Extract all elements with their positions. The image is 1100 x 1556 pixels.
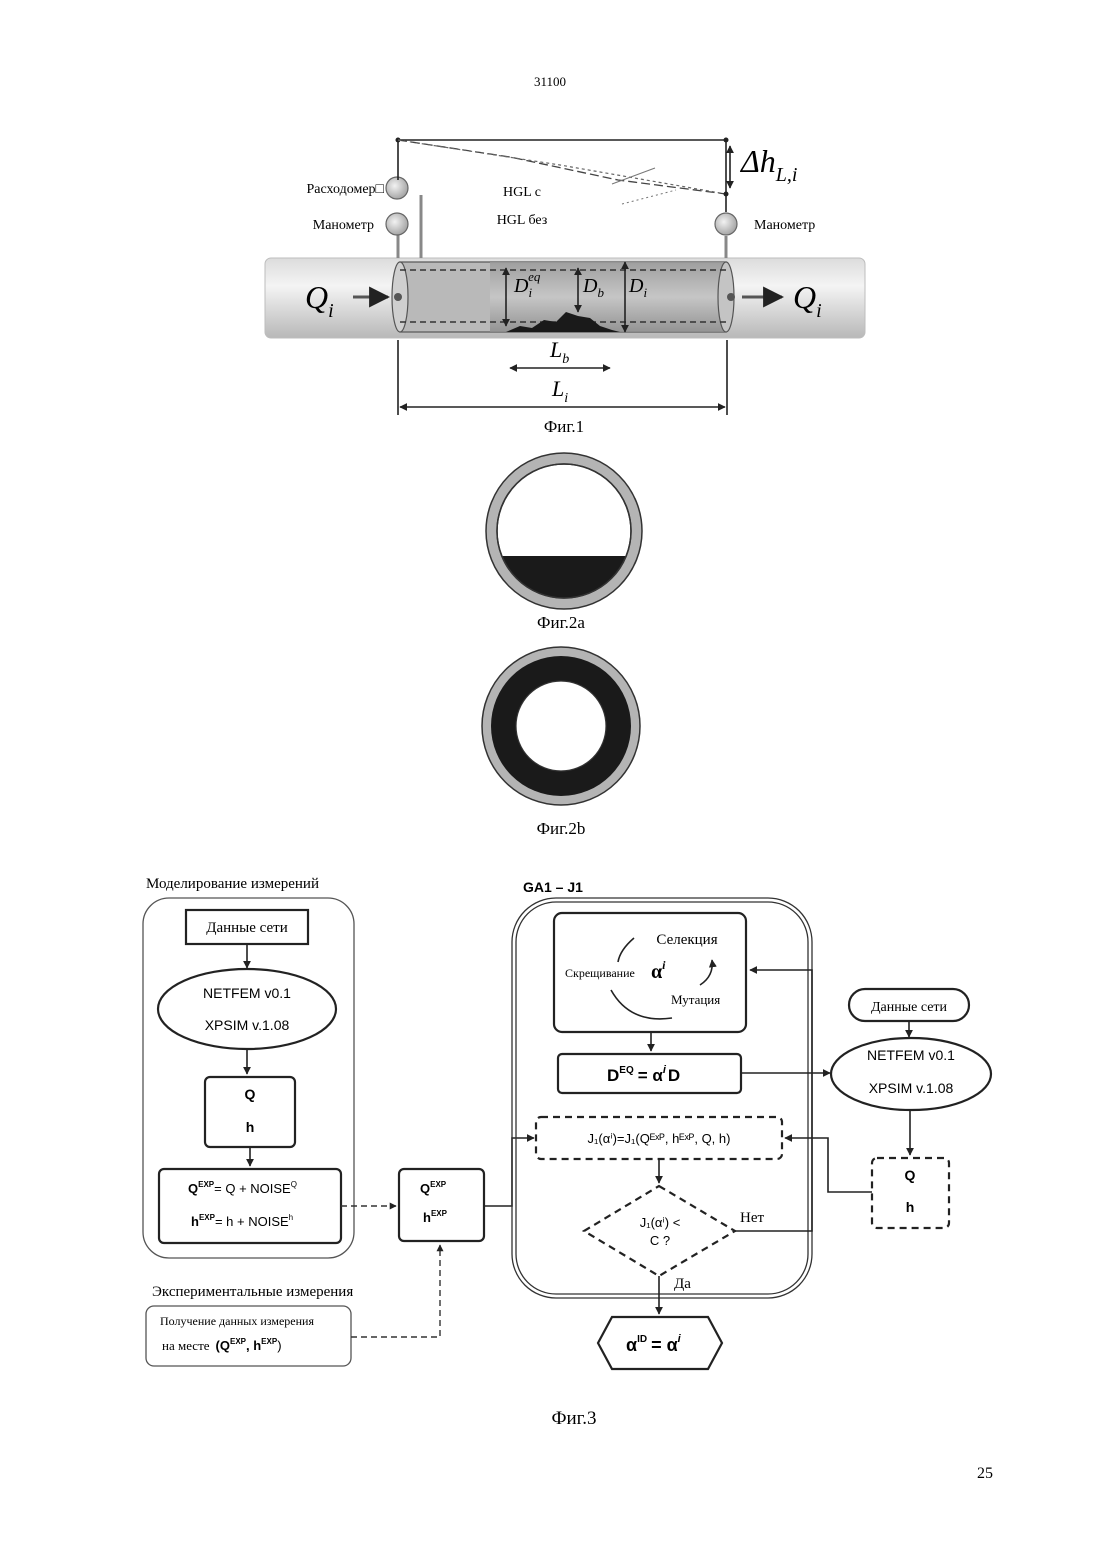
- manometer-right-label: Манометр: [754, 218, 815, 233]
- deq-formula: DEQ= αiD: [607, 1064, 680, 1085]
- decision-line1: J₁(αⁱ) <: [640, 1215, 681, 1230]
- fig3-caption: Фиг.3: [551, 1408, 596, 1429]
- crossover-label: Скрещивание: [565, 966, 635, 980]
- fig2b-caption: Фиг.2b: [537, 819, 586, 838]
- delta-h-label: ΔhL,i: [739, 143, 797, 186]
- fig2a-cross-section: [486, 453, 642, 616]
- manometer-right-icon: [715, 213, 737, 235]
- q-label: Q: [245, 1086, 256, 1102]
- convergence-decision: [584, 1186, 735, 1276]
- hgl-without-label: HGL без: [497, 213, 548, 228]
- h-label: h: [246, 1119, 255, 1135]
- simulation-title: Моделирование измерений: [146, 876, 319, 892]
- no-label: Нет: [740, 1210, 764, 1226]
- fig2a-caption: Фиг.2a: [537, 613, 585, 632]
- reduced-bore: [516, 681, 606, 771]
- fig2b-cross-section: [482, 647, 640, 805]
- fig3-flowchart: Моделирование измерений Данные сети NETF…: [143, 876, 991, 1369]
- field-measurement-line1: Получение данных измерения: [160, 1314, 314, 1328]
- q-right-label: Q: [905, 1167, 916, 1183]
- node-right: [727, 293, 735, 301]
- netfem-label: NETFEM v0.1: [203, 985, 291, 1001]
- netfem-right-label: NETFEM v0.1: [867, 1047, 955, 1063]
- manometer-left-icon: [386, 213, 408, 235]
- l-i-label: Li: [551, 376, 568, 406]
- node-left: [394, 293, 402, 301]
- simulator-ellipse: [158, 969, 336, 1049]
- decision-line2: C ?: [650, 1233, 670, 1248]
- hgl-with-label: HGL с: [503, 185, 541, 200]
- result-formula: αID= αi: [626, 1333, 682, 1355]
- arrow-qh-right-to-objective: [785, 1138, 872, 1192]
- flowmeter-label: Расходомер□: [307, 182, 385, 197]
- flowmeter-icon: [386, 177, 408, 199]
- arrow-exp-to-objective: [484, 1138, 534, 1206]
- h-right-label: h: [906, 1199, 915, 1215]
- document-number: 31100: [534, 74, 566, 89]
- selection-label: Селекция: [656, 932, 717, 948]
- xpsim-right-label: XPSIM v.1.08: [869, 1080, 954, 1096]
- l-b-label: Lb: [549, 337, 569, 367]
- page-number: 25: [977, 1465, 993, 1482]
- experimental-title: Экспериментальные измерения: [152, 1284, 353, 1300]
- mutation-label: Мутация: [671, 992, 720, 1007]
- fig1-caption: Фиг.1: [544, 417, 584, 436]
- hgl-without-blockage-line: [398, 140, 726, 194]
- xpsim-label: XPSIM v.1.08: [205, 1017, 290, 1033]
- yes-label: Да: [674, 1276, 691, 1292]
- objective-formula: J₁(αⁱ)=J₁(Qᴱˣᴾ, hᴱˣᴾ, Q, h): [588, 1131, 731, 1146]
- ga-title: GA1 – J1: [523, 879, 583, 895]
- hgl-leader-2: [622, 190, 676, 204]
- fig1-pipe-diagram: Qi Qi Dieq Db Di Lb Li Расходомер□ Маном…: [265, 138, 865, 416]
- manometer-left-label: Манометр: [313, 218, 374, 233]
- network-data-right-label: Данные сети: [871, 1000, 948, 1015]
- hgl-end-point: [724, 192, 729, 197]
- network-data-label: Данные сети: [206, 920, 288, 936]
- field-measurement-line2: на месте(QEXP, hEXP): [162, 1337, 282, 1353]
- arrow-field-to-exp: [351, 1245, 440, 1337]
